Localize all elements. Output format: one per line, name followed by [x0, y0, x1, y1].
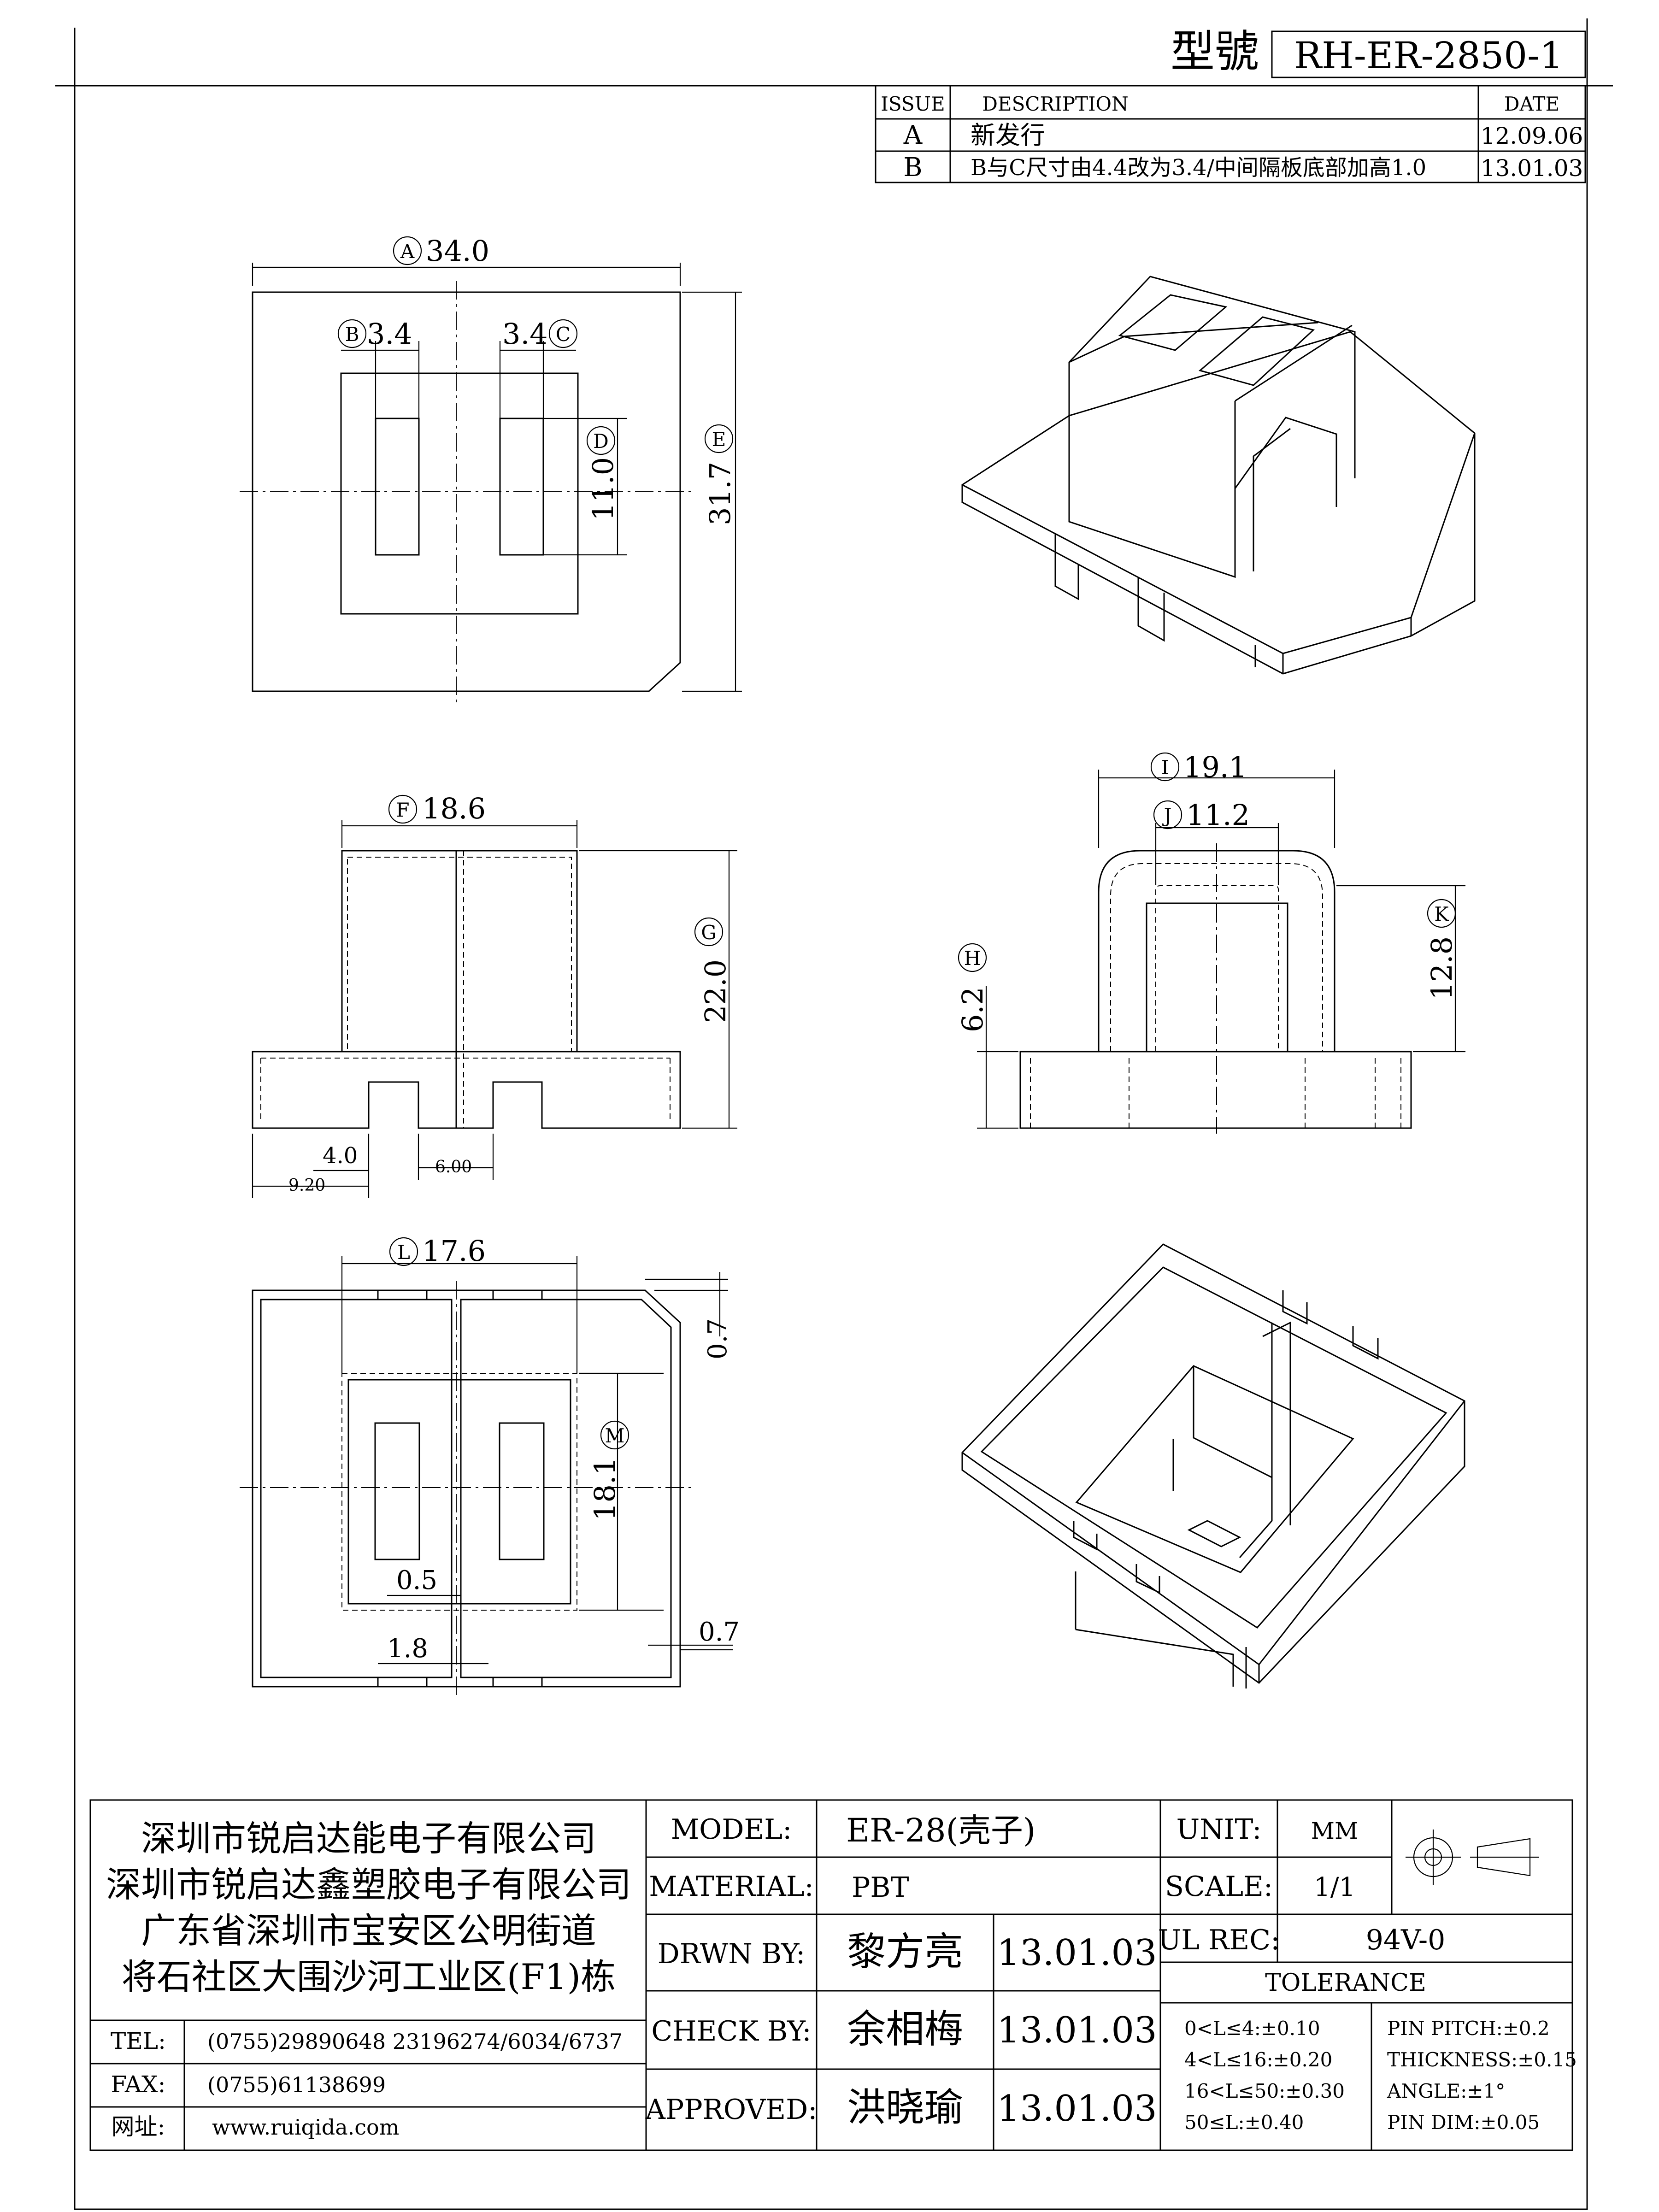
- scale-label: SCALE:: [1165, 1871, 1273, 1903]
- tel-label: TEL:: [111, 2028, 166, 2054]
- dim-c-value: 3.4: [502, 317, 548, 351]
- side-view: [1019, 843, 1412, 1134]
- company-line-1: 深圳市锐启达能电子有限公司: [141, 1818, 596, 1859]
- dim-a-value: 34.0: [426, 234, 489, 268]
- bottom-view: [240, 1281, 696, 1696]
- fax-value: (0755)61138699: [207, 2072, 386, 2097]
- unit-value: MM: [1311, 1818, 1358, 1844]
- dim-l-letter: L: [397, 1241, 410, 1264]
- rev-row-b-description: B与C尺寸由4.4改为3.4/中间隔板底部加高1.0: [971, 155, 1426, 181]
- dim-1-8: 1.8: [387, 1634, 428, 1664]
- material-value: PBT: [852, 1871, 909, 1904]
- dim-j-value: 11.2: [1186, 798, 1250, 832]
- tel-value: (0755)29890648 23196274/6034/6737: [207, 2029, 623, 2054]
- rev-row-a-description: 新发行: [971, 121, 1045, 150]
- dim-l-value: 17.6: [422, 1234, 486, 1268]
- dim-e-letter: E: [712, 428, 726, 451]
- tolerance-right-3: ANGLE:±1°: [1387, 2080, 1505, 2102]
- drawn-date: 13.01.03: [997, 1932, 1157, 1974]
- material-label: MATERIAL:: [649, 1871, 814, 1903]
- web-label: 网址:: [112, 2113, 165, 2140]
- dim-h-value: 6.2: [956, 987, 989, 1032]
- dim-4-0: 4.0: [323, 1143, 358, 1169]
- side-view-dimensions: I 19.1 J 11.2 K 12.8 H 6.2: [956, 750, 1465, 1129]
- dim-9-20: 9.20: [288, 1176, 325, 1195]
- rev-row-a-issue: A: [903, 120, 923, 150]
- approved-date: 13.01.03: [997, 2088, 1157, 2130]
- company-line-3: 广东省深圳市宝安区公明街道: [141, 1910, 596, 1951]
- dim-d-letter: D: [593, 430, 609, 453]
- dim-j-letter: J: [1162, 804, 1172, 827]
- rev-row-b-date: 13.01.03: [1481, 155, 1583, 182]
- rev-row-b-issue: B: [903, 153, 922, 182]
- tolerance-right-2: THICKNESS:±0.15: [1387, 2048, 1577, 2071]
- rev-header-issue: ISSUE: [881, 93, 945, 115]
- dim-a-letter: A: [400, 240, 415, 263]
- dim-i-value: 19.1: [1183, 750, 1247, 784]
- dim-0-7-top: 0.7: [703, 1318, 733, 1359]
- model-label: 型號: [1171, 26, 1259, 77]
- front-view: [252, 850, 681, 1129]
- dim-k-value: 12.8: [1425, 936, 1459, 1000]
- drawing-frame: [55, 18, 1613, 2210]
- front-view-dimensions: F 18.6 G 22.0 4.0 9.20 6.00: [252, 792, 737, 1198]
- dim-f-value: 18.6: [422, 792, 486, 825]
- check-by-label: CHECK BY:: [651, 2015, 811, 2047]
- revision-table: ISSUE DESCRIPTION DATE A 新发行 12.09.06 B …: [875, 85, 1586, 183]
- ul-rec-value: 94V-0: [1366, 1924, 1446, 1956]
- tolerance-right-4: PIN DIM:±0.05: [1387, 2111, 1540, 2134]
- dim-0-5: 0.5: [396, 1565, 437, 1595]
- rev-header-date: DATE: [1504, 93, 1559, 115]
- tolerance-label: TOLERANCE: [1265, 1969, 1426, 1997]
- rev-header-description: DESCRIPTION: [982, 93, 1129, 115]
- bottom-view-dimensions: L 17.6 M 18.1 0.7 0.7 0.5 1.8: [341, 1234, 740, 1668]
- ul-rec-label: UL REC:: [1158, 1924, 1280, 1956]
- tolerance-right-1: PIN PITCH:±0.2: [1387, 2017, 1550, 2040]
- title-block: 深圳市锐启达能电子有限公司 深圳市锐启达鑫塑胶电子有限公司 广东省深圳市宝安区公…: [89, 1799, 1577, 2151]
- dim-k-letter: K: [1434, 903, 1449, 925]
- dim-f-letter: F: [396, 799, 409, 821]
- check-by-name: 余相梅: [847, 2006, 963, 2052]
- dim-d-value: 11.0: [586, 457, 620, 521]
- dim-e-value: 31.7: [703, 462, 737, 525]
- dim-h-letter: H: [964, 947, 981, 970]
- unit-label: UNIT:: [1177, 1813, 1262, 1846]
- drawn-by-label: DRWN BY:: [658, 1938, 806, 1970]
- model-number: RH-ER-2850-1: [1294, 34, 1563, 77]
- tolerance-left-2: 4<L≤16:±0.20: [1184, 2048, 1332, 2071]
- check-date: 13.01.03: [997, 2010, 1157, 2051]
- dim-c-letter: C: [556, 323, 571, 346]
- tolerance-left-4: 50≤L:±0.40: [1184, 2111, 1304, 2134]
- company-line-4: 将石社区大围沙河工业区(F1)栋: [122, 1956, 616, 1997]
- top-view-dimensions: A 34.0 B 3.4 3.4 C D 11.0 E 31.7: [252, 234, 742, 692]
- dim-m-value: 18.1: [588, 1457, 622, 1521]
- model-field-value: ER-28(壳子): [846, 1812, 1035, 1849]
- company-line-2: 深圳市锐启达鑫塑胶电子有限公司: [106, 1864, 631, 1905]
- approved-label: APPROVED:: [645, 2094, 818, 2126]
- model-field-label: MODEL:: [671, 1813, 792, 1846]
- dim-i-letter: I: [1161, 756, 1169, 779]
- dim-g-letter: G: [701, 921, 717, 944]
- isometric-view-bottom: [961, 1243, 1465, 1688]
- rev-row-a-date: 12.09.06: [1481, 123, 1583, 149]
- dim-0-7-bottom: 0.7: [699, 1617, 740, 1647]
- fax-label: FAX:: [111, 2071, 166, 2098]
- dim-b-value: 3.4: [367, 317, 412, 351]
- tolerance-left-1: 0<L≤4:±0.10: [1184, 2017, 1320, 2040]
- approved-name: 洪晓瑜: [847, 2085, 963, 2130]
- model-number-header: 型號 RH-ER-2850-1: [1171, 26, 1586, 78]
- dim-g-value: 22.0: [699, 959, 732, 1023]
- drawn-by-name: 黎方亮: [847, 1929, 963, 1974]
- tolerance-left-3: 16<L≤50:±0.30: [1184, 2080, 1345, 2102]
- web-value: www.ruiqida.com: [212, 2115, 399, 2140]
- dim-m-letter: M: [605, 1424, 624, 1447]
- scale-value: 1/1: [1314, 1872, 1355, 1902]
- dim-b-letter: B: [345, 323, 359, 346]
- projection-symbol-icon: [1406, 1830, 1539, 1885]
- dim-6-00: 6.00: [435, 1158, 472, 1177]
- isometric-view-top: [961, 276, 1476, 675]
- top-view: [240, 281, 696, 705]
